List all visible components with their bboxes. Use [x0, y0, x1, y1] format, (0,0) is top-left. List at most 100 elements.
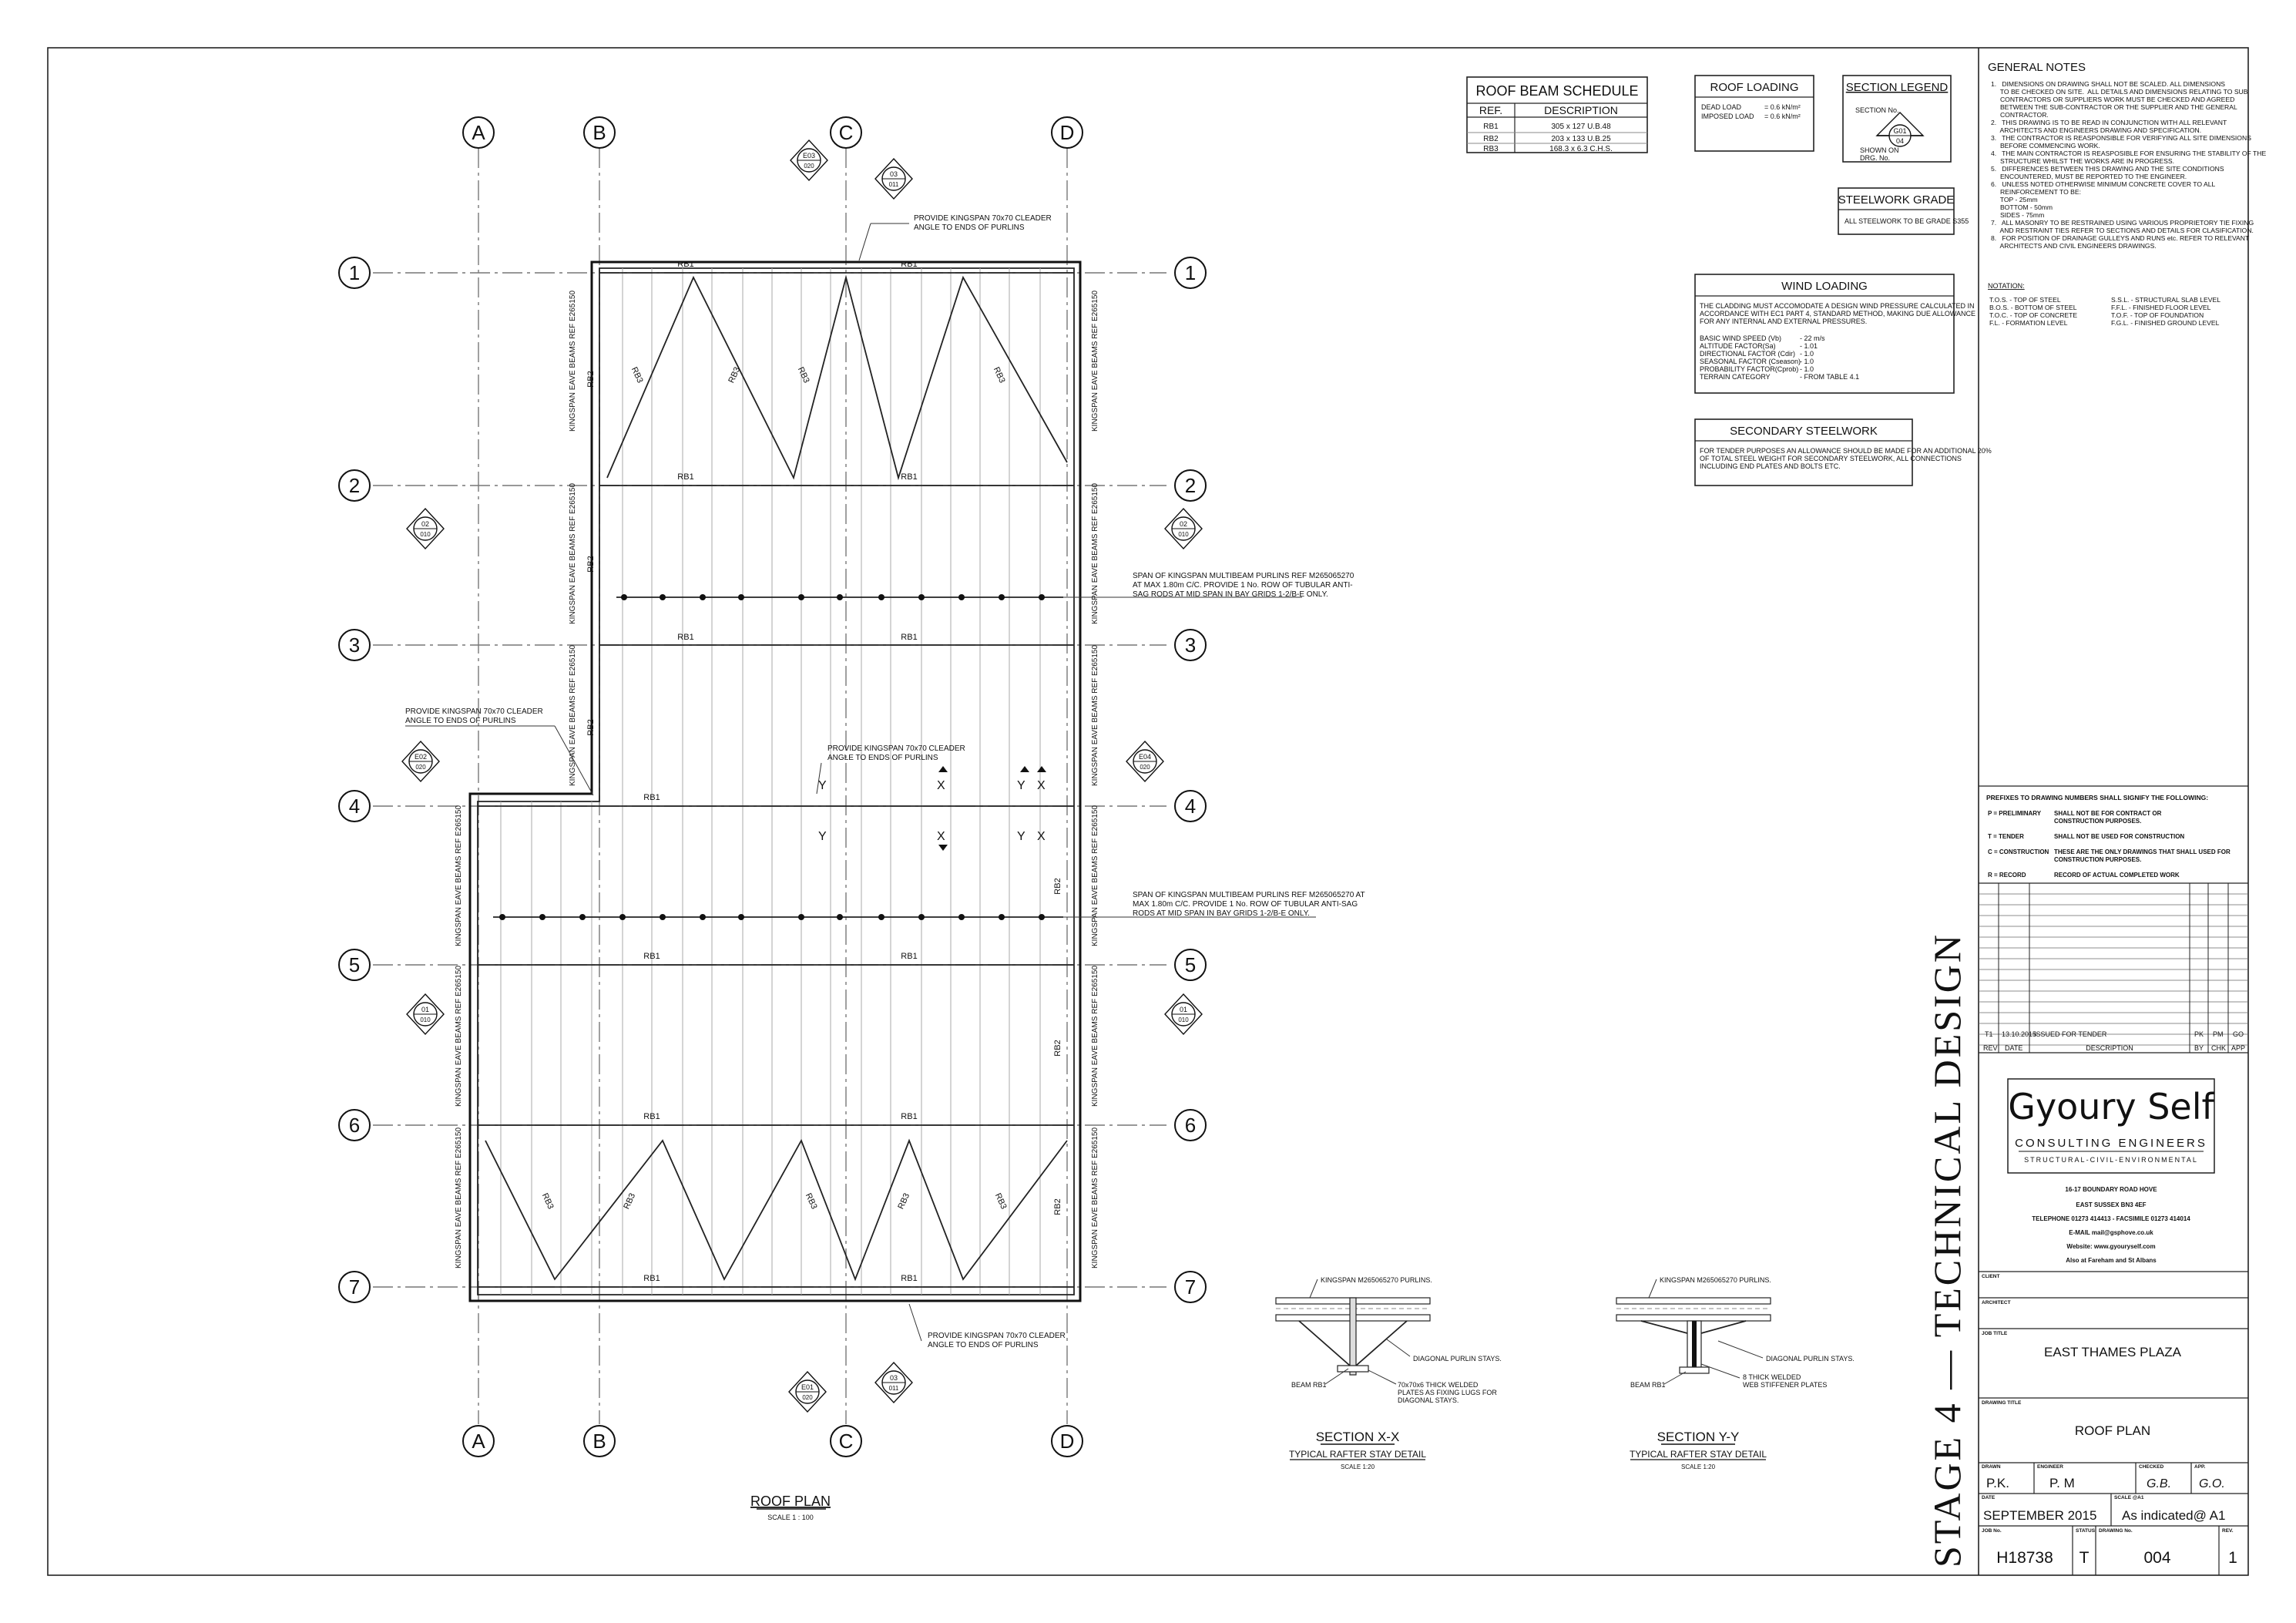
firm-logo-name: Gyoury Self	[2008, 1086, 2215, 1127]
section-y-mark: Y	[818, 779, 827, 792]
secondary-steelwork-title: SECONDARY STEELWORK	[1730, 425, 1878, 438]
grid-col-label: C	[839, 1430, 854, 1453]
rb1-label: RB1	[677, 260, 693, 269]
rb1-label: RB1	[677, 633, 693, 642]
notation-item: T.O.F. - TOP OF FOUNDATION	[2111, 311, 2204, 319]
section-yy-scale: SCALE 1:20	[1681, 1463, 1716, 1470]
notation-item: B.O.S. - BOTTOM OF STEEL	[1989, 304, 2077, 311]
roof-loading-title: ROOF LOADING	[1710, 81, 1798, 94]
eave-beam-note: KINGSPAN EAVE BEAMS REF E265150	[1091, 966, 1099, 1107]
grid-row-bubble	[338, 469, 371, 502]
general-note-line: 3. THE CONTRACTOR IS REASPONSIBLE FOR VE…	[1991, 134, 2251, 142]
section-legend: SECTION LEGEND SECTION No. G01 04 SHOWN …	[1842, 75, 1952, 163]
firm-logo-frame	[2007, 1078, 2215, 1174]
grid-col-bubble	[1051, 116, 1083, 149]
general-note-line: AND RESTRAINT TIES REFER TO SECTIONS AND…	[1991, 227, 2254, 234]
grid-row-bubble	[338, 790, 371, 822]
rb3-label: RB3	[622, 1191, 637, 1210]
notation-item: T.O.S. - TOP OF STEEL	[1989, 296, 2061, 304]
rb2-label: RB2	[1053, 1198, 1062, 1215]
wind-param-label: BASIC WIND SPEED (Vb)	[1700, 334, 1781, 342]
secondary-steelwork-text: FOR TENDER PURPOSES AN ALLOWANCE SHOULD …	[1700, 447, 1992, 455]
wind-param-label: PROBABILITY FACTOR(Cprob)	[1700, 365, 1798, 373]
section-x-mark: X	[1037, 830, 1046, 843]
rb1-label: RB1	[643, 793, 660, 802]
shown-on-label: SHOWN ON	[1860, 146, 1899, 154]
section-mark-ref: E04	[1139, 753, 1151, 761]
rb1-label: RB1	[901, 633, 917, 642]
yy-beam-note: BEAM RB1	[1630, 1381, 1666, 1389]
section-mark-sheet: 010	[420, 531, 431, 538]
grid-row-label: 5	[349, 953, 360, 976]
rb1-label: RB1	[677, 472, 693, 482]
rb2-label: RB2	[586, 556, 596, 572]
xx-plates-note: DIAGONAL STAYS.	[1398, 1396, 1458, 1404]
rb1-label: RB1	[643, 1274, 660, 1283]
section-x-mark: X	[937, 779, 945, 792]
firm-block: Gyoury Self CONSULTING ENGINEERS STRUCTU…	[2007, 1078, 2216, 1264]
grid-col-label: C	[839, 121, 854, 144]
grid-col-bubble	[583, 1425, 616, 1457]
steelwork-grade-text: ALL STEELWORK TO BE GRADE S355	[1845, 217, 1969, 225]
grid-row-bubble	[1174, 1271, 1207, 1303]
purlin-span-note-b: SPAN OF KINGSPAN MULTIBEAM PURLINS REF M…	[1133, 891, 1365, 899]
general-note-line: ARCHITECTS AND ENGINEERS DRAWING AND SPE…	[1991, 126, 2201, 134]
grid-row-bubble	[1174, 469, 1207, 502]
eave-beam-note: KINGSPAN EAVE BEAMS REF E265150	[1091, 291, 1099, 432]
section-mark-sheet: 020	[804, 163, 814, 170]
job-no-value: H18738	[1996, 1549, 2053, 1567]
general-note-line: 5. DIFFERENCES BETWEEN THIS DRAWING AND …	[1991, 165, 2224, 173]
rb2-label: RB2	[1053, 878, 1062, 894]
prefix-desc: SHALL NOT BE USED FOR CONSTRUCTION	[2054, 833, 2184, 840]
general-note-line: SIDES - 75mm	[1991, 211, 2044, 219]
general-note-line: CONTRACTORS OR SUPPLIERS WORK MUST BE CH…	[1991, 96, 2234, 103]
roof-loading: ROOF LOADING DEAD LOAD = 0.6 kN/m² IMPOS…	[1694, 75, 1814, 152]
general-note-line: 7. ALL MASONRY TO BE RESTRAINED USING VA…	[1991, 219, 2254, 227]
purlin-span-note-b: MAX 1.80m C/C. PROVIDE 1 No. ROW OF TUBU…	[1133, 900, 1358, 909]
grid-col-label: D	[1060, 1430, 1075, 1453]
cleader-note-mid: ANGLE TO ENDS OF PURLINS	[827, 754, 938, 762]
status-label: STATUS	[2076, 1528, 2096, 1534]
general-note-line: 6. UNLESS NOTED OTHERWISE MINIMUM CONCRE…	[1991, 180, 2216, 188]
rb2-label: RB2	[586, 371, 596, 387]
wind-param-value: - 1.0	[1800, 365, 1814, 373]
date-label: DATE	[1982, 1495, 1996, 1500]
section-no-label: SECTION No.	[1855, 106, 1899, 114]
xx-stays-note: DIAGONAL PURLIN STAYS.	[1413, 1355, 1502, 1363]
grid-row-label: 6	[349, 1114, 360, 1137]
section-mark-sheet: 020	[1140, 764, 1150, 771]
title-block: CLIENT ARCHITECT JOB TITLE DRAWING TITLE…	[1979, 1271, 2248, 1575]
grid-row-label: 3	[349, 633, 360, 657]
grid-row-bubble	[1174, 949, 1207, 981]
wind-param-value: - 22 m/s	[1800, 334, 1825, 342]
section-mark-sheet: 010	[420, 1016, 431, 1023]
xx-plates-note: PLATES AS FIXING LUGS FOR	[1398, 1389, 1497, 1396]
secondary-steelwork-text: OF TOTAL STEEL WEIGHT FOR SECONDARY STEE…	[1700, 455, 1962, 462]
wind-param-label: ALTITUDE FACTOR(Sa)	[1700, 342, 1776, 350]
wind-param-label: SEASONAL FACTOR (Cseason)	[1700, 358, 1801, 365]
prefix-desc: SHALL NOT BE FOR CONTRACT OR	[2054, 810, 2162, 817]
grid-row-bubble	[338, 629, 371, 661]
revision-header: CHK	[2211, 1044, 2226, 1052]
firm-address: E-MAIL mail@gsphove.co.uk	[2069, 1229, 2153, 1236]
engineer-value: P. M	[2049, 1476, 2075, 1490]
grid-row-label: 6	[1185, 1114, 1196, 1137]
wind-param-value: - 1.01	[1800, 342, 1818, 350]
firm-address: EAST SUSSEX BN3 4EF	[2076, 1201, 2146, 1208]
revision-cell: T1	[1985, 1030, 1993, 1038]
section-yy-detail: KINGSPAN M265065270 PURLINS. DIAGONAL PU…	[1616, 1276, 1855, 1470]
section-xx-title: SECTION X-X	[1316, 1430, 1400, 1444]
purlin-span-note-a: SAG RODS AT MID SPAN IN BAY GRIDS 1-2/B-…	[1133, 590, 1328, 599]
yy-stays-note: DIAGONAL PURLIN STAYS.	[1766, 1355, 1855, 1363]
rb3-label: RB3	[727, 365, 742, 384]
xx-plates-note: 70x70x6 THICK WELDED	[1398, 1381, 1479, 1389]
dead-load-label: DEAD LOAD	[1701, 103, 1742, 111]
eave-beam-note: KINGSPAN EAVE BEAMS REF E265150	[1091, 483, 1099, 624]
grid-col-label: A	[472, 1430, 485, 1453]
revision-cell: PM	[2213, 1030, 2224, 1038]
imposed-load-value: = 0.6 kN/m²	[1764, 113, 1801, 120]
prefixes-table: PREFIXES TO DRAWING NUMBERS SHALL SIGNIF…	[1979, 785, 2248, 884]
drawing-title: ROOF PLAN	[2075, 1423, 2150, 1438]
drawing-title-label: DRAWING TITLE	[1982, 1400, 2022, 1406]
